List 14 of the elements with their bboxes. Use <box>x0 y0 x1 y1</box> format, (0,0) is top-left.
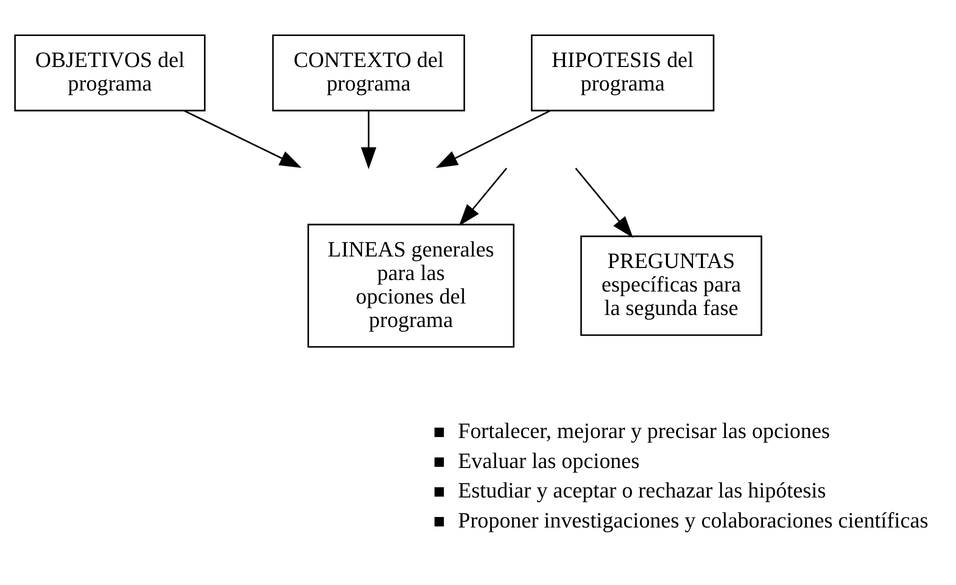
label: Evaluar las opciones <box>458 447 640 472</box>
arrow <box>184 110 302 168</box>
node-box: OBJETIVOS del programa <box>14 34 206 111</box>
node-box: CONTEXTO del programa <box>272 34 466 111</box>
node-box: LINEAS generales para las opciones del programa <box>307 223 514 348</box>
node-box: PREGUNTAS específicas para la segunda fase <box>580 235 762 336</box>
label: Proponer investigaciones y colaboraciones científicas <box>458 507 928 532</box>
arrow <box>436 110 550 168</box>
arrow <box>575 167 634 238</box>
arrow <box>458 167 508 226</box>
label: Estudiar y aceptar o rechazar las hipótesis <box>458 477 826 502</box>
arrow <box>360 110 376 169</box>
label: Fortalecer, mejorar y precisar las opciones <box>458 418 830 443</box>
node-box: HIPOTESIS del programa <box>530 34 714 111</box>
